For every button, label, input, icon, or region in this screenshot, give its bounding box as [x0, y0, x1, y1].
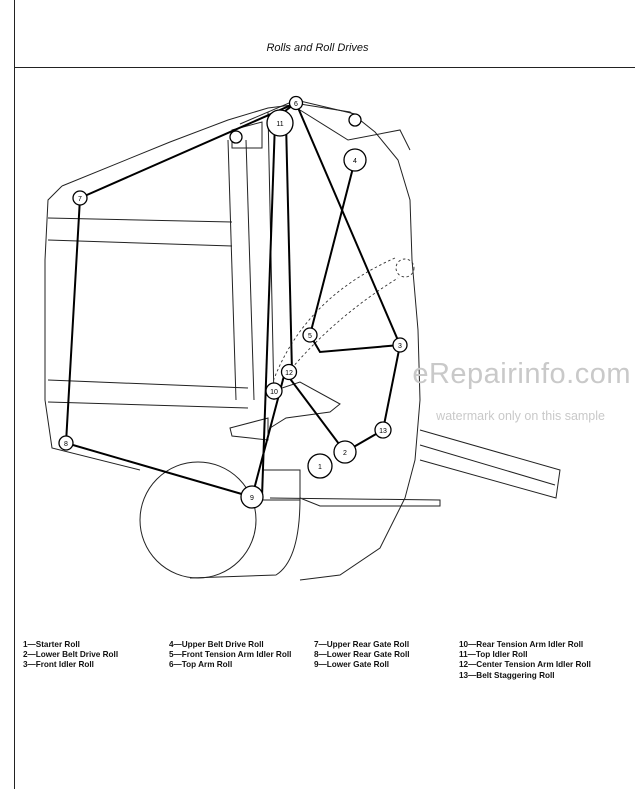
roll-2-lower-belt-drive [333, 440, 357, 464]
legend-item: 1—Starter Roll [23, 640, 80, 649]
frame-rail-upper [47, 239, 233, 247]
legend-item: 2—Lower Belt Drive Roll [23, 650, 119, 660]
roll-number-9: 9 [250, 495, 254, 502]
legend-item: 8—Lower Rear Gate Roll [314, 650, 410, 660]
roll-number-1: 1 [318, 464, 322, 471]
legend-item: 10—Rear Tension Arm Idler Roll [459, 640, 584, 649]
roll-number-13: 13 [379, 428, 387, 435]
starter-roll-body [189, 497, 301, 579]
tongue-line [419, 444, 556, 486]
roll-9-lower-gate [240, 485, 264, 509]
frame-rail-top [47, 217, 233, 223]
legend-item: 3—Front Idler Roll [23, 660, 94, 670]
roll-number-12: 12 [285, 370, 293, 377]
page-title: Rolls and Roll Drives [266, 42, 369, 54]
swing-arc-inner [281, 277, 399, 381]
roll-number-5: 5 [308, 333, 312, 340]
tongue [419, 429, 561, 499]
legend-item: 4—Upper Belt Drive Roll [169, 640, 264, 649]
header-rule [14, 67, 635, 68]
roll-number-4: 4 [353, 158, 357, 165]
roll-number-11: 11 [276, 121, 283, 128]
legend-item: 7—Upper Rear Gate Roll [314, 640, 410, 649]
roll-7-upper-rear-gate [72, 190, 88, 206]
right-frame [299, 109, 411, 151]
swing-arc-roll [395, 258, 415, 278]
roll-number-3: 3 [398, 343, 402, 350]
legend-column-1: 1—Starter Roll 2—Lower Belt Drive Roll 3… [23, 640, 163, 671]
roll-4-upper-belt-drive [343, 148, 367, 172]
arm-frame-left [227, 139, 237, 401]
belt-upper-drive [308, 159, 401, 354]
watermark-main: eRepairinfo.com [412, 358, 631, 390]
belt-inner-right [285, 121, 293, 373]
roll-8-lower-rear-gate [58, 435, 74, 451]
roll-12-center-tension-arm-idler [280, 363, 298, 381]
roll-10-rear-tension-arm-idler [265, 382, 283, 400]
legend-item: 12—Center Tension Arm Idler Roll [459, 660, 591, 670]
center-plate [229, 417, 269, 441]
roll-11-top-idler [266, 109, 294, 137]
roll-number-6: 6 [294, 101, 298, 108]
roll-1-starter [307, 453, 333, 479]
legend-item: 11—Top Idler Roll [459, 650, 528, 660]
roll-3-front-idler [392, 337, 408, 353]
legend-column-3: 7—Upper Rear Gate Roll 8—Lower Rear Gate… [314, 640, 454, 671]
gate-housing [61, 103, 421, 581]
frame-rail-lower [47, 379, 249, 389]
rear-gate-outline [44, 185, 141, 471]
belt-inner-left [261, 121, 276, 498]
roll-number-2: 2 [343, 450, 347, 457]
roll-6-top-arm [288, 95, 304, 111]
watermark-sub: watermark only on this sample [436, 409, 605, 423]
aux-roll-left [229, 130, 243, 144]
legend-item: 9—Lower Gate Roll [314, 660, 390, 670]
aux-roll-right [348, 113, 362, 127]
roll-5-front-tension-arm-idler [302, 327, 318, 343]
roll-13-belt-staggering [374, 421, 392, 439]
lower-guard [262, 469, 301, 501]
baler-belt-diagram: 1 2 3 4 5 6 7 8 9 10 11 12 13 [44, 95, 561, 581]
bale-drum [139, 461, 257, 579]
legend-column-4: 10—Rear Tension Arm Idler Roll 11—Top Id… [459, 640, 599, 681]
page-left-border [14, 0, 15, 789]
roll-number-8: 8 [64, 441, 68, 448]
arm-frame-right [245, 139, 255, 401]
roll-number-7: 7 [78, 196, 82, 203]
deflector [269, 381, 341, 429]
legend-item: 5—Front Tension Arm Idler Roll [169, 650, 292, 660]
legend-item: 13—Belt Staggering Roll [459, 670, 555, 680]
legend-item: 6—Top Arm Roll [169, 660, 233, 670]
lower-plate [269, 497, 441, 507]
legend-column-2: 4—Upper Belt Drive Roll 5—Front Tension … [169, 640, 309, 671]
roll-number-10: 10 [270, 389, 278, 396]
frame-rail-bottom [47, 401, 249, 409]
